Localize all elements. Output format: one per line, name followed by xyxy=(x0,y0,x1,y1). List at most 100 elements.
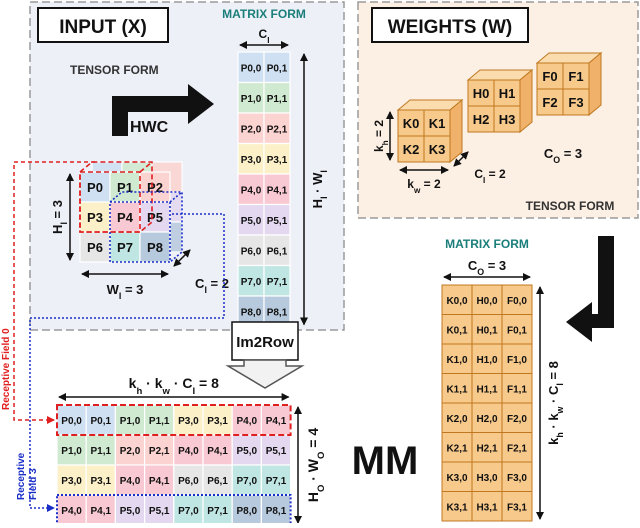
weight-matrix-cell xyxy=(471,432,503,463)
weight-cube-cell-label: K3 xyxy=(429,142,446,157)
input-tensor-form-label: TENSOR FORM xyxy=(70,63,159,77)
weights-tensor-form-label: TENSOR FORM xyxy=(526,199,615,213)
weight-matrix-cell-label: F0,0 xyxy=(507,296,527,307)
im2row-arrow xyxy=(225,359,305,389)
weight-matrix-side-label: kh · kw · CI = 8 xyxy=(546,361,565,445)
weight-cube-cell-label: F0 xyxy=(542,69,557,84)
weight-cube-cell xyxy=(423,109,451,137)
weight-matrix-cell-label: H2,0 xyxy=(476,414,498,425)
mm-label: MM xyxy=(352,439,419,483)
im2row-cell-label: P4,0 xyxy=(178,446,199,457)
input-matrix-cell-label: P2,1 xyxy=(267,124,288,135)
weight-matrix-cell xyxy=(441,491,473,522)
weight-cube-cell xyxy=(397,135,425,163)
im2row-cell-label: P7,0 xyxy=(237,476,258,487)
input-matrix-cell-label: P5,0 xyxy=(241,216,262,227)
input-matrix-form-label: MATRIX FORM xyxy=(222,7,306,21)
weight-cube-cell-label: K1 xyxy=(429,116,446,131)
im2row-cell-label: P1,0 xyxy=(120,416,141,427)
weight-matrix-cell xyxy=(501,461,533,492)
im2row-cell-label: P2,0 xyxy=(120,446,141,457)
weight-matrix-cell xyxy=(501,284,533,315)
input-matrix-cell xyxy=(237,81,265,114)
input-tensor-cell xyxy=(109,231,141,263)
im2row-cell-label: P4,1 xyxy=(266,416,287,427)
weight-cube-cell xyxy=(493,105,521,133)
weight-cube-cell xyxy=(536,88,564,116)
input-matrix-cell xyxy=(263,81,291,114)
im2row-box[interactable] xyxy=(231,321,299,361)
im2row-cell xyxy=(260,434,292,466)
input-matrix-hw-label: HI · WI xyxy=(310,170,329,208)
im2row-cell xyxy=(114,464,146,496)
input-matrix-cell-label: P2,0 xyxy=(241,124,262,135)
input-tensor-cell-label: P0 xyxy=(87,180,103,195)
weight-cube-cell-label: K0 xyxy=(403,116,420,131)
im2row-cell-label: P3,1 xyxy=(91,476,112,487)
weights-kh-label: kh = 2 xyxy=(372,120,390,152)
weight-matrix-cell xyxy=(501,373,533,404)
weights-matrix-form-label: MATRIX FORM xyxy=(445,237,529,251)
weights-to-matrix-arrow xyxy=(566,236,614,342)
input-matrix-ci-label: CI xyxy=(259,27,270,45)
input-matrix-cell-label: P7,1 xyxy=(267,277,288,288)
input-matrix-cell-label: P3,1 xyxy=(267,155,288,166)
weight-cube-cell-label: H2 xyxy=(473,112,490,127)
im2row-cell xyxy=(114,494,146,526)
weight-matrix-cell-label: K3,1 xyxy=(446,502,468,513)
input-matrix-cell-label: P3,0 xyxy=(241,155,262,166)
weight-matrix-cell xyxy=(441,461,473,492)
weight-matrix-cell-label: H1,1 xyxy=(476,384,498,395)
weight-matrix-cell-label: K0,0 xyxy=(446,296,468,307)
weight-cube-side-face xyxy=(588,51,602,117)
weight-matrix-cell-label: F2,0 xyxy=(507,414,527,425)
input-matrix-cell-label: P0,1 xyxy=(267,63,288,74)
input-w-dimension-label: WI = 3 xyxy=(107,282,144,301)
im2row-cell-label: P4,1 xyxy=(207,446,228,457)
im2row-cell xyxy=(260,494,292,526)
im2row-cell-label: P6,0 xyxy=(178,476,199,487)
receptive-field-3-connector xyxy=(29,213,225,512)
im2row-cell xyxy=(114,434,146,466)
weight-matrix-cell-label: K1,1 xyxy=(446,384,468,395)
input-title: INPUT (X) xyxy=(59,17,147,38)
input-matrix-cell xyxy=(263,234,291,267)
weight-cube-side-face xyxy=(519,68,533,134)
weights-ci-arrow xyxy=(453,151,469,167)
im2row-cell xyxy=(202,464,233,496)
weight-cube-cell-label: K2 xyxy=(403,142,420,157)
input-title-box xyxy=(37,7,169,43)
im2row-cell xyxy=(114,404,146,436)
im2row-cell-label: P5,0 xyxy=(237,446,258,457)
weight-matrix-cell xyxy=(441,314,473,345)
im2row-cell-label: P3,0 xyxy=(61,476,82,487)
input-matrix-cell xyxy=(263,264,291,297)
receptive-field-3-label-line2: Field 3 xyxy=(28,468,39,500)
input-tensor-cell-label: P1 xyxy=(117,180,133,195)
weight-matrix-cell xyxy=(471,491,503,522)
input-matrix-cell-label: P1,1 xyxy=(267,94,288,105)
im2row-label: Im2Row xyxy=(236,334,294,351)
weight-cube-cell xyxy=(536,62,564,90)
input-matrix-cell xyxy=(263,51,291,84)
input-receptive-field-3-front xyxy=(109,201,171,263)
receptive-field-0-label: Receptive Field 0 xyxy=(1,328,12,410)
weight-matrix-cell-label: K2,1 xyxy=(446,443,468,454)
input-matrix-cell xyxy=(237,112,265,145)
weight-matrix-cell-label: H0,1 xyxy=(476,325,498,336)
input-tensor-cell-label: P3 xyxy=(87,210,103,225)
im2row-cell-label: P4,1 xyxy=(149,476,170,487)
weight-cube-cell-label: F1 xyxy=(568,69,583,84)
weight-matrix-cell xyxy=(471,461,503,492)
im2row-cell-label: P1,0 xyxy=(61,446,82,457)
im2row-cell-label: P5,1 xyxy=(266,446,287,457)
input-matrix-cell-label: P1,0 xyxy=(241,94,262,105)
im2row-cell-label: P7,1 xyxy=(207,506,228,517)
weight-matrix-cell-label: H0,0 xyxy=(476,296,498,307)
input-tensor-cell-label: P8 xyxy=(147,240,163,255)
im2row-cell-label: P5,1 xyxy=(149,506,170,517)
